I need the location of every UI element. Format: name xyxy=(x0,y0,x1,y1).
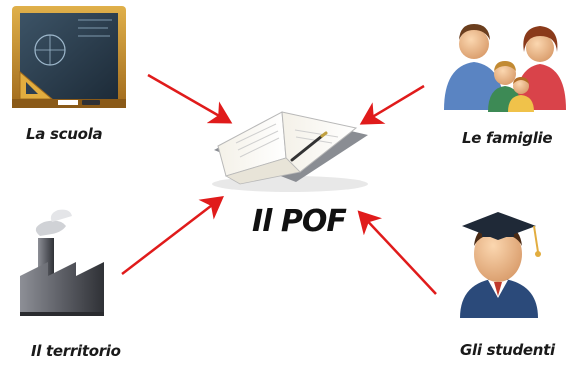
arrow-famiglie xyxy=(359,84,425,125)
arrow-scuola xyxy=(147,73,233,124)
factory-icon xyxy=(20,209,104,316)
center-title: Il POF xyxy=(252,204,347,239)
label-famiglie: Le famiglie xyxy=(462,129,553,147)
open-book-icon xyxy=(212,111,368,192)
arrow-territorio xyxy=(121,195,224,275)
family-icon xyxy=(444,24,566,112)
chalkboard-icon xyxy=(12,6,126,108)
label-studenti: Gli studenti xyxy=(460,341,555,359)
label-territorio: Il territorio xyxy=(31,342,121,360)
arrow-studenti xyxy=(357,210,437,295)
label-scuola: La scuola xyxy=(26,125,103,143)
graduate-student-icon xyxy=(460,212,541,318)
arrows xyxy=(121,73,437,295)
